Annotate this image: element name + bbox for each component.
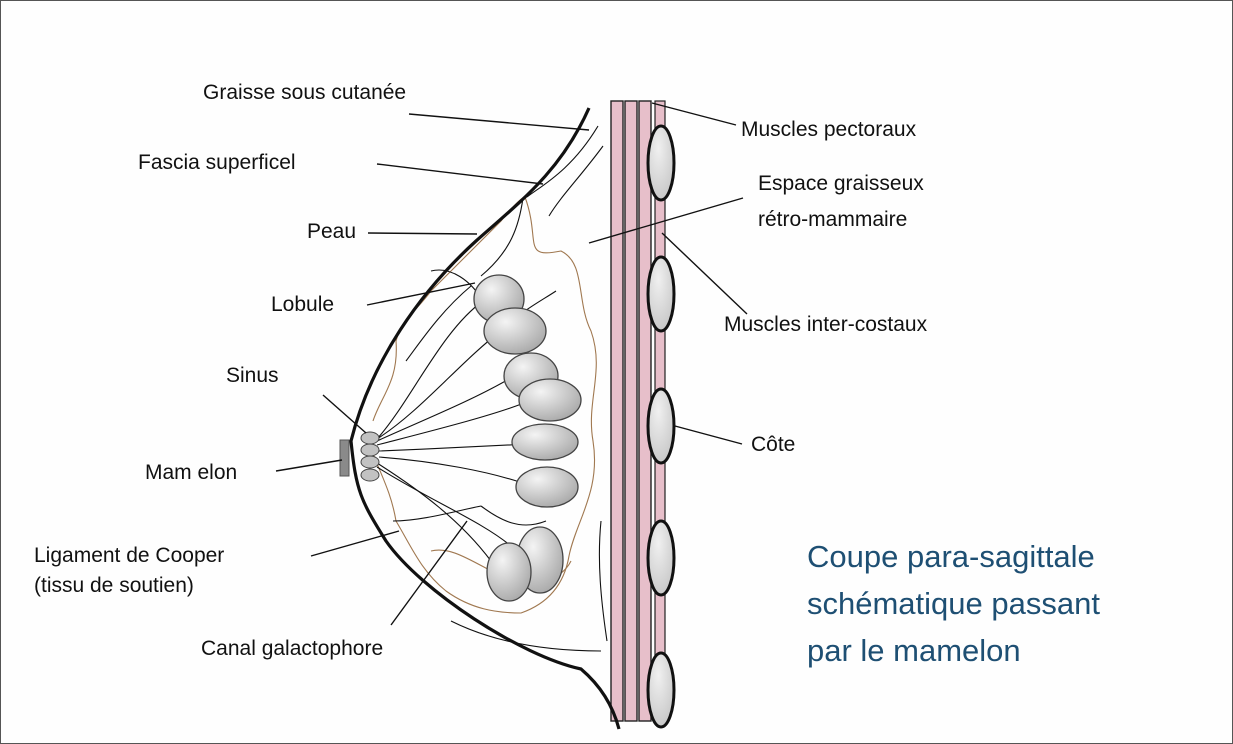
label-lobule: Lobule bbox=[271, 293, 334, 316]
label-cote: Côte bbox=[751, 433, 795, 456]
label-sinus: Sinus bbox=[226, 364, 279, 387]
label-muscles-pectoraux: Muscles pectoraux bbox=[741, 118, 917, 141]
label-ligament-de-cooper: Ligament de Cooper bbox=[34, 544, 224, 567]
label-graisse-sous-cutanee: Graisse sous cutanée bbox=[203, 81, 406, 104]
diagram-title: Coupe para-sagittale schématique passant… bbox=[807, 539, 1100, 668]
label-canal-galactophore: Canal galactophore bbox=[201, 637, 383, 660]
label-peau: Peau bbox=[307, 220, 356, 243]
label-mamelon: Mam elon bbox=[145, 461, 237, 484]
label-muscles-inter-costaux: Muscles inter-costaux bbox=[724, 313, 928, 336]
label-retro-mammaire: rétro-mammaire bbox=[758, 208, 907, 231]
label-tissu-de-soutien: (tissu de soutien) bbox=[34, 574, 194, 597]
title-line-1: Coupe para-sagittale bbox=[807, 539, 1095, 574]
sinuses bbox=[361, 432, 379, 481]
title-line-3: par le mamelon bbox=[807, 633, 1021, 668]
labels: Graisse sous cutanée Fascia superficel P… bbox=[34, 81, 928, 660]
pectoral-muscles bbox=[611, 101, 651, 721]
lobules bbox=[474, 275, 581, 601]
label-espace-graisseux: Espace graisseux bbox=[758, 172, 924, 195]
nipple bbox=[340, 440, 349, 476]
label-fascia-superficiel: Fascia superficel bbox=[138, 151, 296, 174]
skin-outline bbox=[351, 108, 619, 729]
title-line-2: schématique passant bbox=[807, 586, 1100, 621]
